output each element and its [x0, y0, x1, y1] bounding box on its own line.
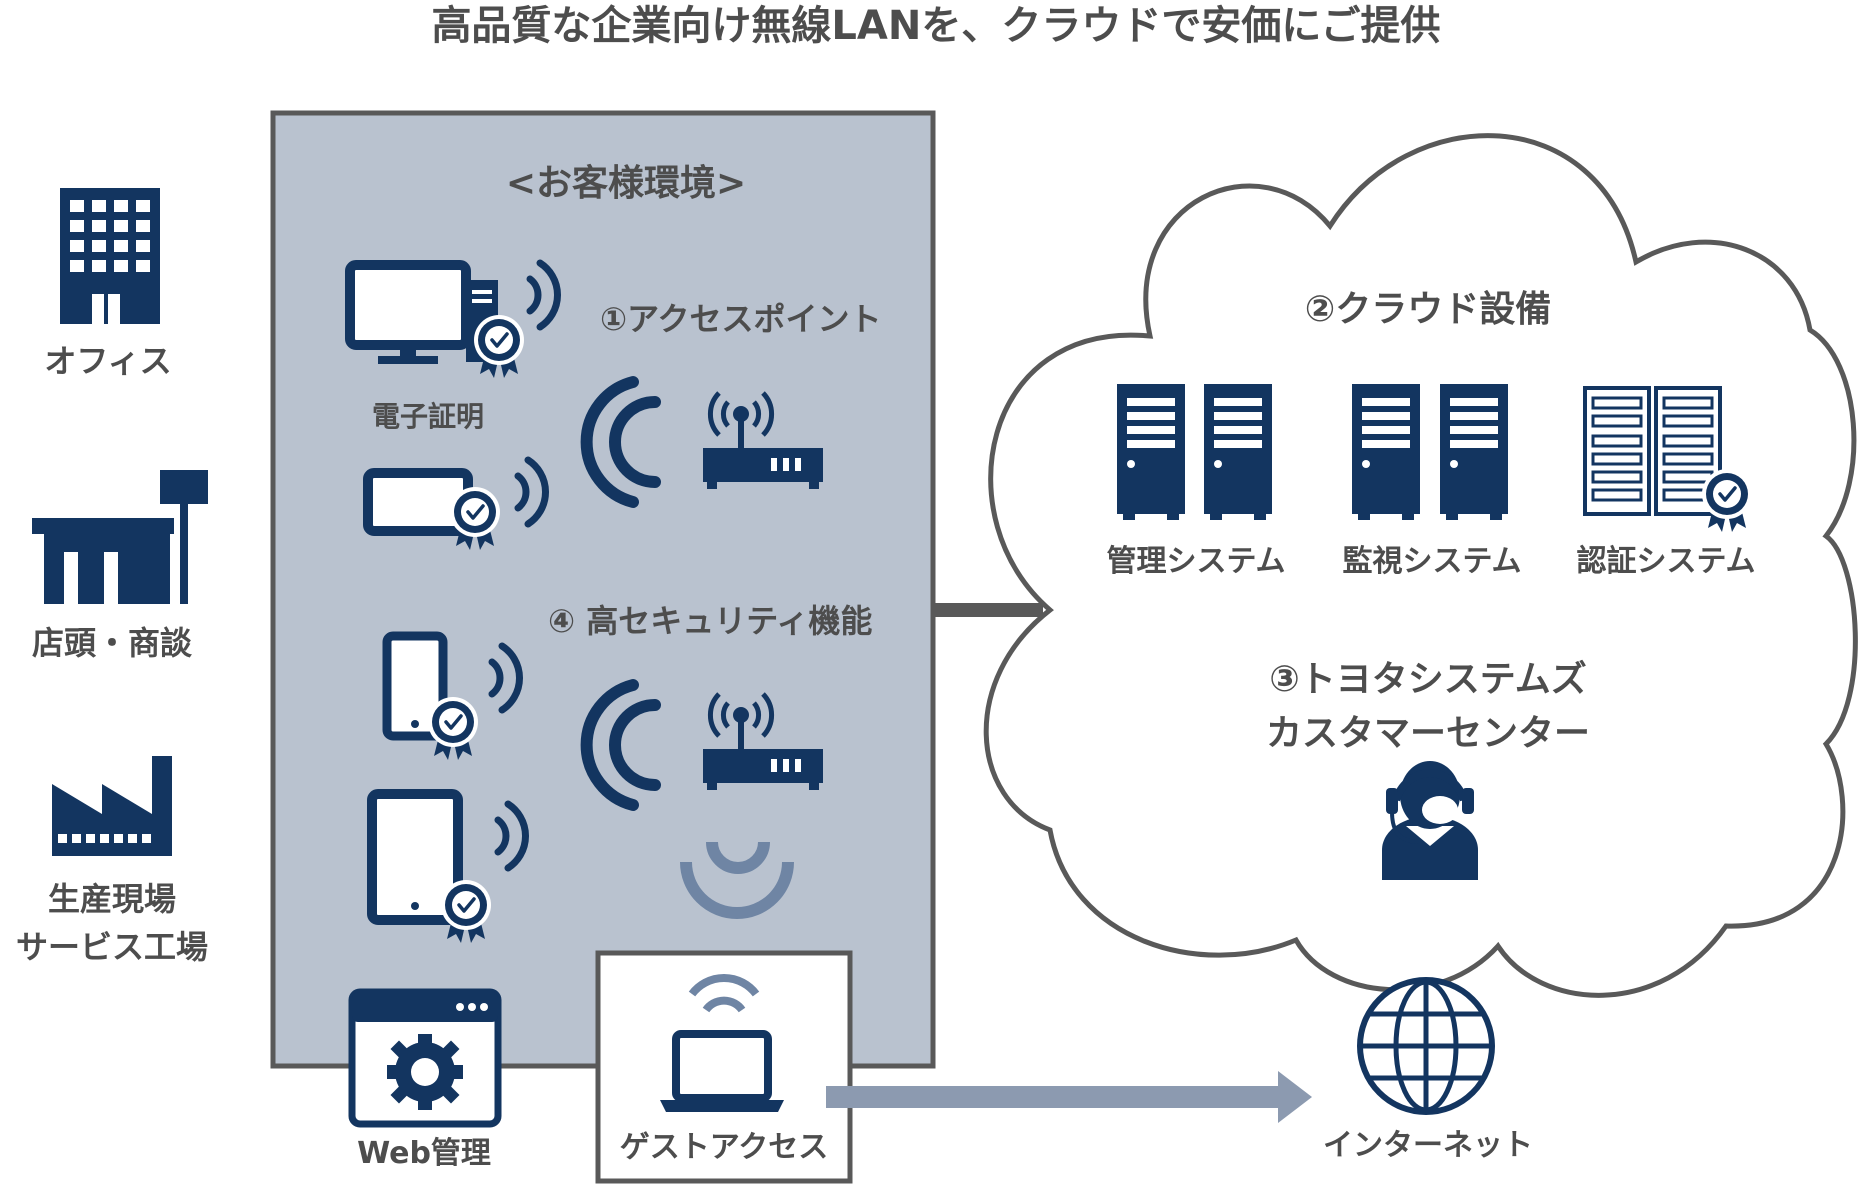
- factory-label-line2: サービス工場: [15, 928, 209, 966]
- wifi-icon: [680, 841, 794, 919]
- customer-center-line2: カスタマーセンター: [1265, 713, 1591, 754]
- system-label-monitoring: 監視システム: [1342, 544, 1522, 579]
- guest-to-internet-arrow: [826, 1071, 1312, 1123]
- system-label-management: 管理システム: [1106, 544, 1286, 579]
- cloud-heading: ②クラウド設備: [1304, 289, 1552, 330]
- store-label: 店頭・商談: [31, 624, 193, 662]
- customer-center-line1: ③トヨタシステムズ: [1269, 659, 1587, 700]
- cloud-shape: [983, 133, 1858, 998]
- web-admin-label: Web管理: [357, 1136, 491, 1171]
- globe-icon: [1357, 977, 1495, 1115]
- system-label-authentication: 認証システム: [1576, 544, 1756, 579]
- building-icon: [60, 188, 160, 324]
- server-icon: [1117, 384, 1185, 520]
- server-icon: [1204, 384, 1272, 520]
- server-icon: [1352, 384, 1420, 520]
- headset-operator-icon: [1382, 761, 1478, 880]
- server-icon: [1440, 384, 1508, 520]
- server-icon: [1583, 386, 1651, 516]
- store-icon: [32, 470, 208, 604]
- office-label: オフィス: [44, 342, 172, 380]
- certificate-label: 電子証明: [371, 400, 485, 433]
- tablet-icon: [367, 789, 463, 925]
- browser-gear-icon: [348, 988, 502, 1128]
- factory-icon: [52, 756, 172, 856]
- factory-label-line1: 生産現場: [47, 880, 177, 918]
- page-title: 高品質な企業向け無線LANを、クラウドで安価にご提供: [431, 3, 1441, 49]
- laptop-icon: [660, 1030, 784, 1112]
- access-point-label: ①アクセスポイント: [600, 300, 882, 338]
- connector-bar: [933, 603, 1043, 617]
- guest-access-label: ゲストアクセス: [619, 1130, 829, 1165]
- security-label: ④ 高セキュリティ機能: [548, 602, 873, 640]
- internet-label: インターネット: [1323, 1128, 1533, 1163]
- wifi-icon: [688, 974, 760, 1013]
- smartphone-icon: [382, 631, 448, 741]
- customer-env-heading: <お客様環境>: [505, 163, 747, 204]
